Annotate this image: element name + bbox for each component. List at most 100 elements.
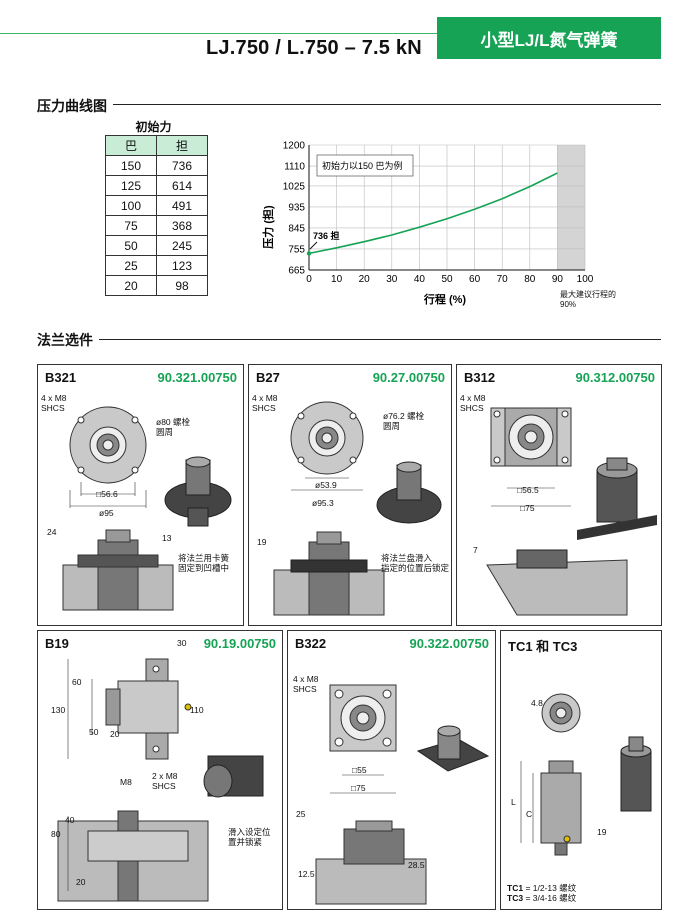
dim-inner: □55 xyxy=(352,765,367,775)
chart-x-label: 行程 (%) xyxy=(423,292,466,306)
dim-80: 80 xyxy=(51,829,61,839)
dim-inner: □56.6 xyxy=(96,489,118,499)
panel-title: B322 xyxy=(295,636,327,651)
panel-b27: B27 90.27.00750 4 x M8 SHCS ø76.2 螺栓 圆周 … xyxy=(248,364,452,626)
header-rule xyxy=(0,33,437,34)
dim-50: 50 xyxy=(89,727,99,737)
tc1-spec: TC1 = 1/2-13 螺纹 xyxy=(507,883,576,893)
dim-outer: ø95 xyxy=(99,508,114,518)
panel-b322: B322 90.322.00750 4 x M8 SHCS □55 □75 25… xyxy=(287,630,496,910)
chart-x-tick-label: 100 xyxy=(577,274,594,285)
chart-y-tick-label: 1200 xyxy=(283,141,306,152)
table-cell: 20 xyxy=(105,275,157,296)
tc1-value: = 1/2-13 螺纹 xyxy=(525,883,577,893)
dim-height: 7 xyxy=(473,545,478,555)
b27-drawing xyxy=(273,401,442,616)
chart-shaded-region xyxy=(557,145,585,270)
dim-110: 110 xyxy=(190,705,204,715)
dim-60: 60 xyxy=(72,677,82,687)
chart-y-tick-label: 1110 xyxy=(284,162,305,173)
chart-y-tick-label: 755 xyxy=(288,244,305,255)
dim-20-bottom: 20 xyxy=(76,877,86,887)
dim-L: L xyxy=(511,797,516,807)
table-cell: 100 xyxy=(105,195,157,216)
bolt-circle-label: ø80 螺栓 圆周 xyxy=(156,417,191,437)
dim-height: 24 xyxy=(47,527,57,537)
dim-C: C xyxy=(526,809,533,819)
b321-drawing xyxy=(62,406,232,611)
dim-25: 25 xyxy=(296,809,306,819)
dim-outer: □75 xyxy=(351,783,366,793)
part-number: 90.322.00750 xyxy=(409,636,489,651)
panel-b312: B312 90.312.00750 4 x M8 SHCS □56.5 □75 … xyxy=(456,364,662,626)
table-cell: 736 xyxy=(156,155,208,176)
dim-40: 40 xyxy=(65,815,75,825)
dim-outer: □75 xyxy=(520,503,535,513)
dim-12-5: 12.5 xyxy=(298,869,315,879)
chart-start-label: 736 担 xyxy=(313,230,340,241)
dim-height: 19 xyxy=(257,537,267,547)
chart-x-tick-label: 90 xyxy=(552,274,564,285)
dim-20: 20 xyxy=(110,729,120,739)
thread-label: M8 xyxy=(120,777,132,787)
force-heading-rule xyxy=(113,104,661,105)
chart-shaded-note: 最大建议行程的90% xyxy=(560,290,616,309)
chart-series-line xyxy=(308,172,558,255)
screw-label: 4 x M8 SHCS xyxy=(293,674,319,694)
flange-heading: 法兰选件 xyxy=(37,332,93,348)
table-cell: 50 xyxy=(105,235,157,256)
tc1-key: TC1 xyxy=(507,883,524,893)
chart-x-tick-label: 60 xyxy=(469,274,481,285)
force-col-bar: 巴 xyxy=(105,135,157,156)
chart-x-tick-label: 20 xyxy=(359,274,371,285)
chart-x-tick-label: 10 xyxy=(331,274,343,285)
table-cell: 75 xyxy=(105,215,157,236)
screw-label: 4 x M8 SHCS xyxy=(41,393,67,413)
chart-start-point xyxy=(306,251,312,256)
chart-y-label: 压力 (担) xyxy=(261,205,275,249)
screw-label: 2 x M8 SHCS xyxy=(152,771,178,791)
tc-drawing xyxy=(520,693,652,856)
dim-groove: 13 xyxy=(162,533,172,543)
model-title: LJ.750 / L.750 – 7.5 kN xyxy=(206,37,422,59)
chart-y-tick-label: 845 xyxy=(288,223,305,234)
dim-28-5: 28.5 xyxy=(408,860,425,870)
b322-drawing xyxy=(315,684,490,905)
part-number: 90.27.00750 xyxy=(372,370,445,385)
dim-4-8: 4.8 xyxy=(531,698,543,708)
tc3-value: = 3/4-16 螺纹 xyxy=(525,893,577,903)
chart-y-tick-label: 1025 xyxy=(283,181,306,192)
table-cell: 368 xyxy=(156,215,208,236)
force-heading: 压力曲线图 xyxy=(37,98,107,114)
table-cell: 25 xyxy=(105,255,157,276)
bolt-circle-label: ø76.2 螺栓 圆周 xyxy=(383,411,425,431)
panel-tc: TC1 和 TC3 4.8 L C 19 TC1 = 1/2-13 螺纹 TC3… xyxy=(500,630,662,910)
screw-label: 4 x M8 SHCS xyxy=(460,393,486,413)
chart-y-tick-label: 665 xyxy=(288,266,305,277)
table-cell: 491 xyxy=(156,195,208,216)
dim-30: 30 xyxy=(177,638,187,648)
dim-inner: □56.5 xyxy=(517,485,539,495)
panel-title: TC1 和 TC3 xyxy=(508,639,578,654)
flange-heading-rule xyxy=(99,339,661,340)
table-cell: 123 xyxy=(156,255,208,276)
chart-legend-box xyxy=(316,154,414,177)
table-cell: 150 xyxy=(105,155,157,176)
dim-130: 130 xyxy=(51,705,66,715)
b312-drawing xyxy=(486,407,657,616)
panel-b19: B19 90.19.00750 30 60 130 50 20 110 2 x … xyxy=(37,630,283,910)
chart-x-tick-label: 80 xyxy=(524,274,536,285)
chart-x-tick-label: 30 xyxy=(386,274,398,285)
panel-title: B312 xyxy=(464,370,496,385)
dim-19: 19 xyxy=(597,827,607,837)
panel-b321: B321 90.321.00750 4 x M8 SHCS ø80 螺栓 圆周 … xyxy=(37,364,244,626)
